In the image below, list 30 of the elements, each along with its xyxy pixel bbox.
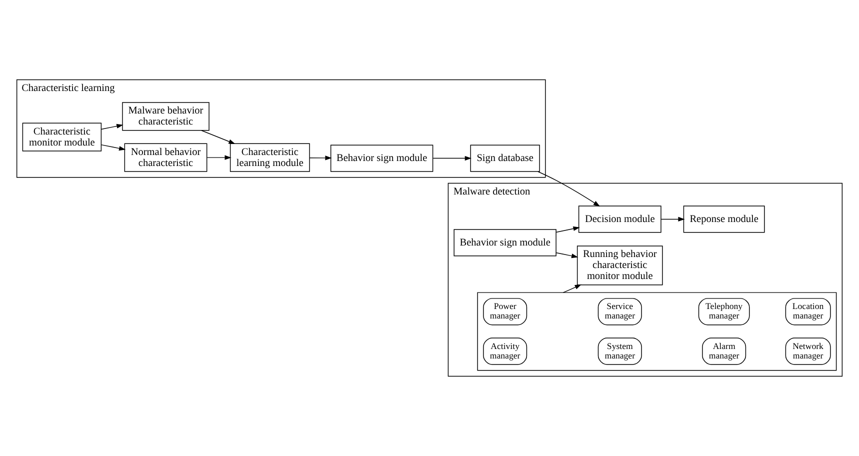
arrow <box>206 155 232 160</box>
node-box: Activity manager <box>483 338 528 365</box>
arrow <box>556 226 580 233</box>
node-box: Malware behavior characteristic <box>122 102 210 131</box>
arrow <box>201 130 236 144</box>
arrow <box>562 284 582 293</box>
node-box: Characteristic learning module <box>230 143 310 172</box>
node-box: Decision module <box>578 206 662 233</box>
node-box: Location manager <box>785 298 831 326</box>
arrow <box>556 252 578 258</box>
arrow <box>309 156 332 160</box>
arrow <box>101 124 124 130</box>
node-box: Behavior sign module <box>330 144 434 172</box>
arrow <box>660 216 685 222</box>
node-box: Running behavior characteristic monitor module <box>576 246 663 286</box>
node-box: Reponse module <box>683 206 765 233</box>
node-box: Behavior sign module <box>454 229 556 256</box>
node-box: Sign database <box>470 144 540 172</box>
node-box: System manager <box>598 338 642 365</box>
node-box: Power manager <box>483 298 528 326</box>
arrow <box>538 171 600 206</box>
node-box: Characteristic monitor module <box>22 122 102 152</box>
cluster <box>477 292 837 371</box>
node-box: Alarm manager <box>702 338 746 365</box>
arrow <box>432 156 472 161</box>
arrow <box>101 144 126 151</box>
node-box: Network manager <box>785 338 831 365</box>
node-box: Normal behavior characteristic <box>124 143 208 172</box>
node-box: Service manager <box>598 298 642 326</box>
node-box: Telephony manager <box>698 298 750 326</box>
